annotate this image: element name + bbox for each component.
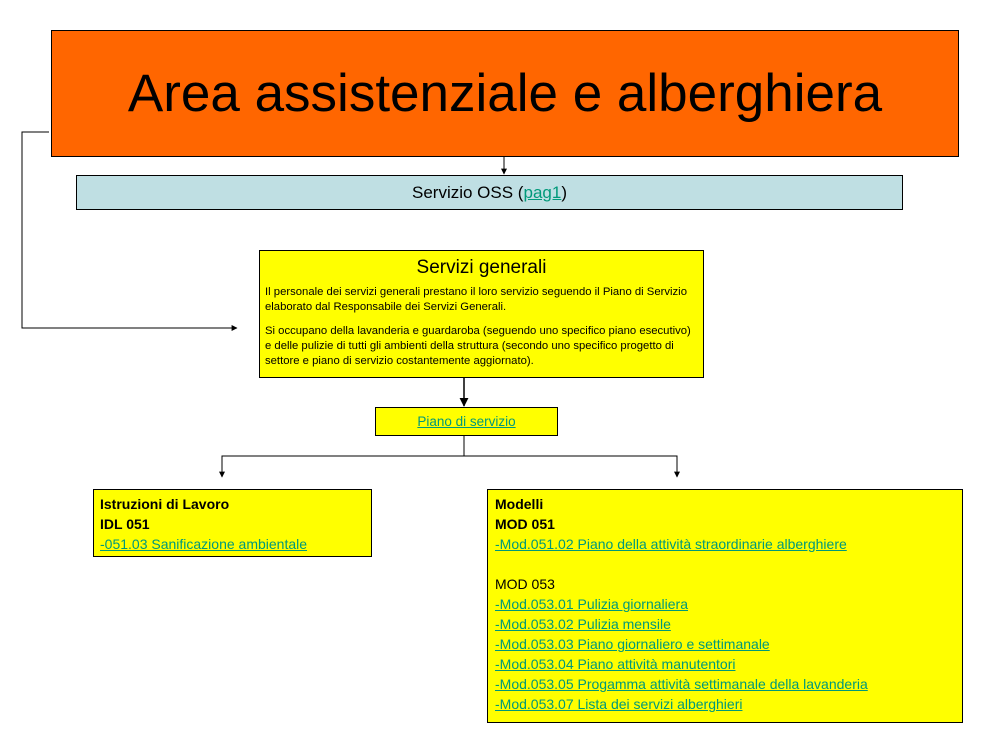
istruzioni-box: Istruzioni di Lavoro IDL 051 -051.03 San… (93, 489, 372, 557)
mod053-item-link[interactable]: -Mod.053.05 Progamma attività settimanal… (495, 676, 868, 692)
istruzioni-heading: Istruzioni di Lavoro (100, 496, 230, 512)
arrow-title-to-servizi-generali (21, 131, 238, 331)
page-title: Area assistenziale e alberghiera (127, 64, 883, 123)
servizi-generali-paragraph-2: Si occupano della lavanderia e guardarob… (265, 325, 691, 367)
idl-code: IDL 051 (100, 516, 150, 532)
modelli-box: Modelli MOD 051 -Mod.051.02 Piano della … (487, 489, 963, 723)
arrow-piano-to-istruzioni (219, 455, 464, 478)
modelli-heading: Modelli (495, 496, 544, 512)
servizi-generali-paragraph-1: Il personale dei servizi generali presta… (265, 286, 687, 313)
servizi-generali-box: Servizi generali Il personale dei serviz… (259, 250, 704, 378)
piano-servizio-box: Piano di servizio (375, 407, 558, 436)
mod053-code: MOD 053 (495, 576, 555, 592)
arrow-piano-to-modelli (464, 455, 680, 478)
mod051-item-link[interactable]: -Mod.051.02 Piano della attività straord… (495, 536, 847, 552)
servizi-generali-title: Servizi generali (416, 257, 547, 278)
mod053-item-link[interactable]: -Mod.053.01 Pulizia giornaliera (495, 596, 688, 612)
mod053-item-link[interactable]: -Mod.053.04 Piano attività manutentori (495, 656, 736, 672)
idl-item-link[interactable]: -051.03 Sanificazione ambientale (100, 536, 308, 552)
oss-label: Servizio OSS ( (412, 182, 524, 202)
piano-servizio-link[interactable]: Piano di servizio (417, 414, 516, 429)
title-box: Area assistenziale e alberghiera (51, 30, 959, 157)
mod051-code: MOD 051 (495, 516, 555, 532)
mod053-item-link[interactable]: -Mod.053.02 Pulizia mensile (495, 616, 671, 632)
mod053-item-link[interactable]: -Mod.053.03 Piano giornaliero e settiman… (495, 636, 770, 652)
pag1-link[interactable]: pag1 (523, 182, 562, 202)
oss-suffix: ) (561, 182, 567, 202)
servizio-oss-box: Servizio OSS (pag1) (76, 175, 903, 210)
mod053-item-link[interactable]: -Mod.053.07 Lista dei servizi alberghier… (495, 696, 743, 712)
